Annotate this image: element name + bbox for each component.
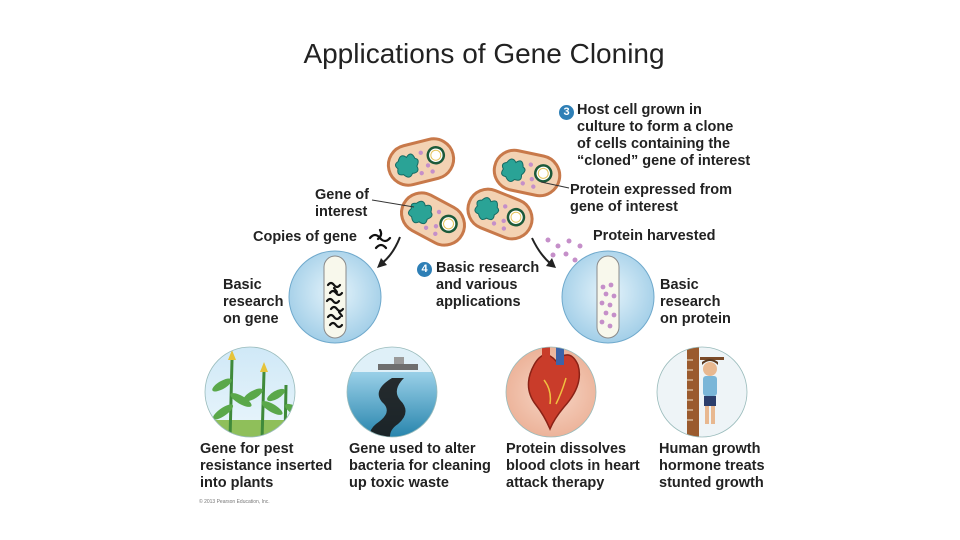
test-tube-protein xyxy=(596,255,620,339)
oil-spill-ship-icon xyxy=(347,347,437,437)
arrow-left-head xyxy=(377,258,387,268)
step-4-label: 4 xyxy=(417,261,435,278)
gene-copies-icon xyxy=(368,228,392,250)
protein-harvested-label: Protein harvested xyxy=(593,228,716,244)
arrow-right-head xyxy=(546,258,556,268)
bacterium-1 xyxy=(382,133,460,191)
heart-icon xyxy=(506,347,596,437)
slide-title: Applications of Gene Cloning xyxy=(303,38,665,69)
application-caption-heart: Protein dissolves blood clots in heart a… xyxy=(506,441,640,491)
corn-plant-icon xyxy=(205,347,295,437)
protein-expressed-label: Protein expressed from gene of interest xyxy=(570,182,732,215)
step-3-text: Host cell grown in culture to form a clo… xyxy=(577,102,751,169)
application-caption-plants: Gene for pest resistance inserted into p… xyxy=(200,441,333,491)
bacterium-2 xyxy=(392,184,474,254)
gene-of-interest-label: Gene of interest xyxy=(315,187,369,220)
application-caption-toxic-waste: Gene used to alter bacteria for cleaning… xyxy=(349,441,491,491)
leader-protein-expressed xyxy=(540,181,570,189)
leader-gene-of-interest xyxy=(371,199,415,208)
step-4-badge: 4 xyxy=(417,262,432,277)
basic-research-protein-label: Basic research on protein xyxy=(660,277,731,327)
step-3-label: 3 xyxy=(559,104,577,121)
test-tube-gene xyxy=(323,255,347,339)
basic-research-gene-label: Basic research on gene xyxy=(223,277,284,327)
application-caption-growth: Human growth hormone treats stunted grow… xyxy=(659,441,765,491)
step-4-text: Basic research and various applications xyxy=(436,260,540,310)
child-height-chart-icon xyxy=(657,347,747,437)
copyright-notice: © 2013 Pearson Education, Inc. xyxy=(199,499,270,505)
copies-of-gene-label: Copies of gene xyxy=(253,229,357,245)
harvested-protein-dots xyxy=(545,237,583,263)
step-3-badge: 3 xyxy=(559,105,574,120)
